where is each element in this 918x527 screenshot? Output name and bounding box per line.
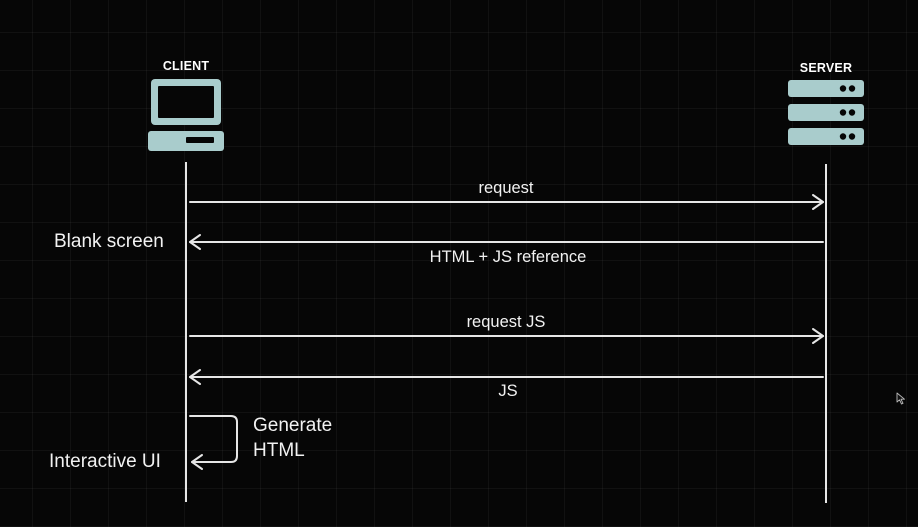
client-label: CLIENT [162, 59, 210, 73]
js-label: JS [498, 382, 518, 400]
server-label: SERVER [799, 61, 853, 75]
request-js-label: request JS [466, 313, 546, 331]
computer-icon [148, 79, 224, 151]
js-arrow [189, 369, 824, 385]
blank-screen-note: Blank screen [54, 231, 164, 252]
request-js-arrow [189, 328, 824, 344]
request-arrow [189, 194, 824, 210]
server-rack-icon [788, 80, 864, 145]
request-label: request [478, 179, 534, 197]
html-label: HTML [253, 440, 305, 461]
generate-label: Generate [253, 415, 333, 436]
mouse-cursor-icon [896, 392, 905, 405]
interactive-ui-note: Interactive UI [49, 451, 161, 472]
generate-html-self-arrow [189, 415, 238, 470]
html-js-reference-arrow [189, 234, 824, 250]
html-js-reference-label: HTML + JS reference [429, 248, 587, 266]
